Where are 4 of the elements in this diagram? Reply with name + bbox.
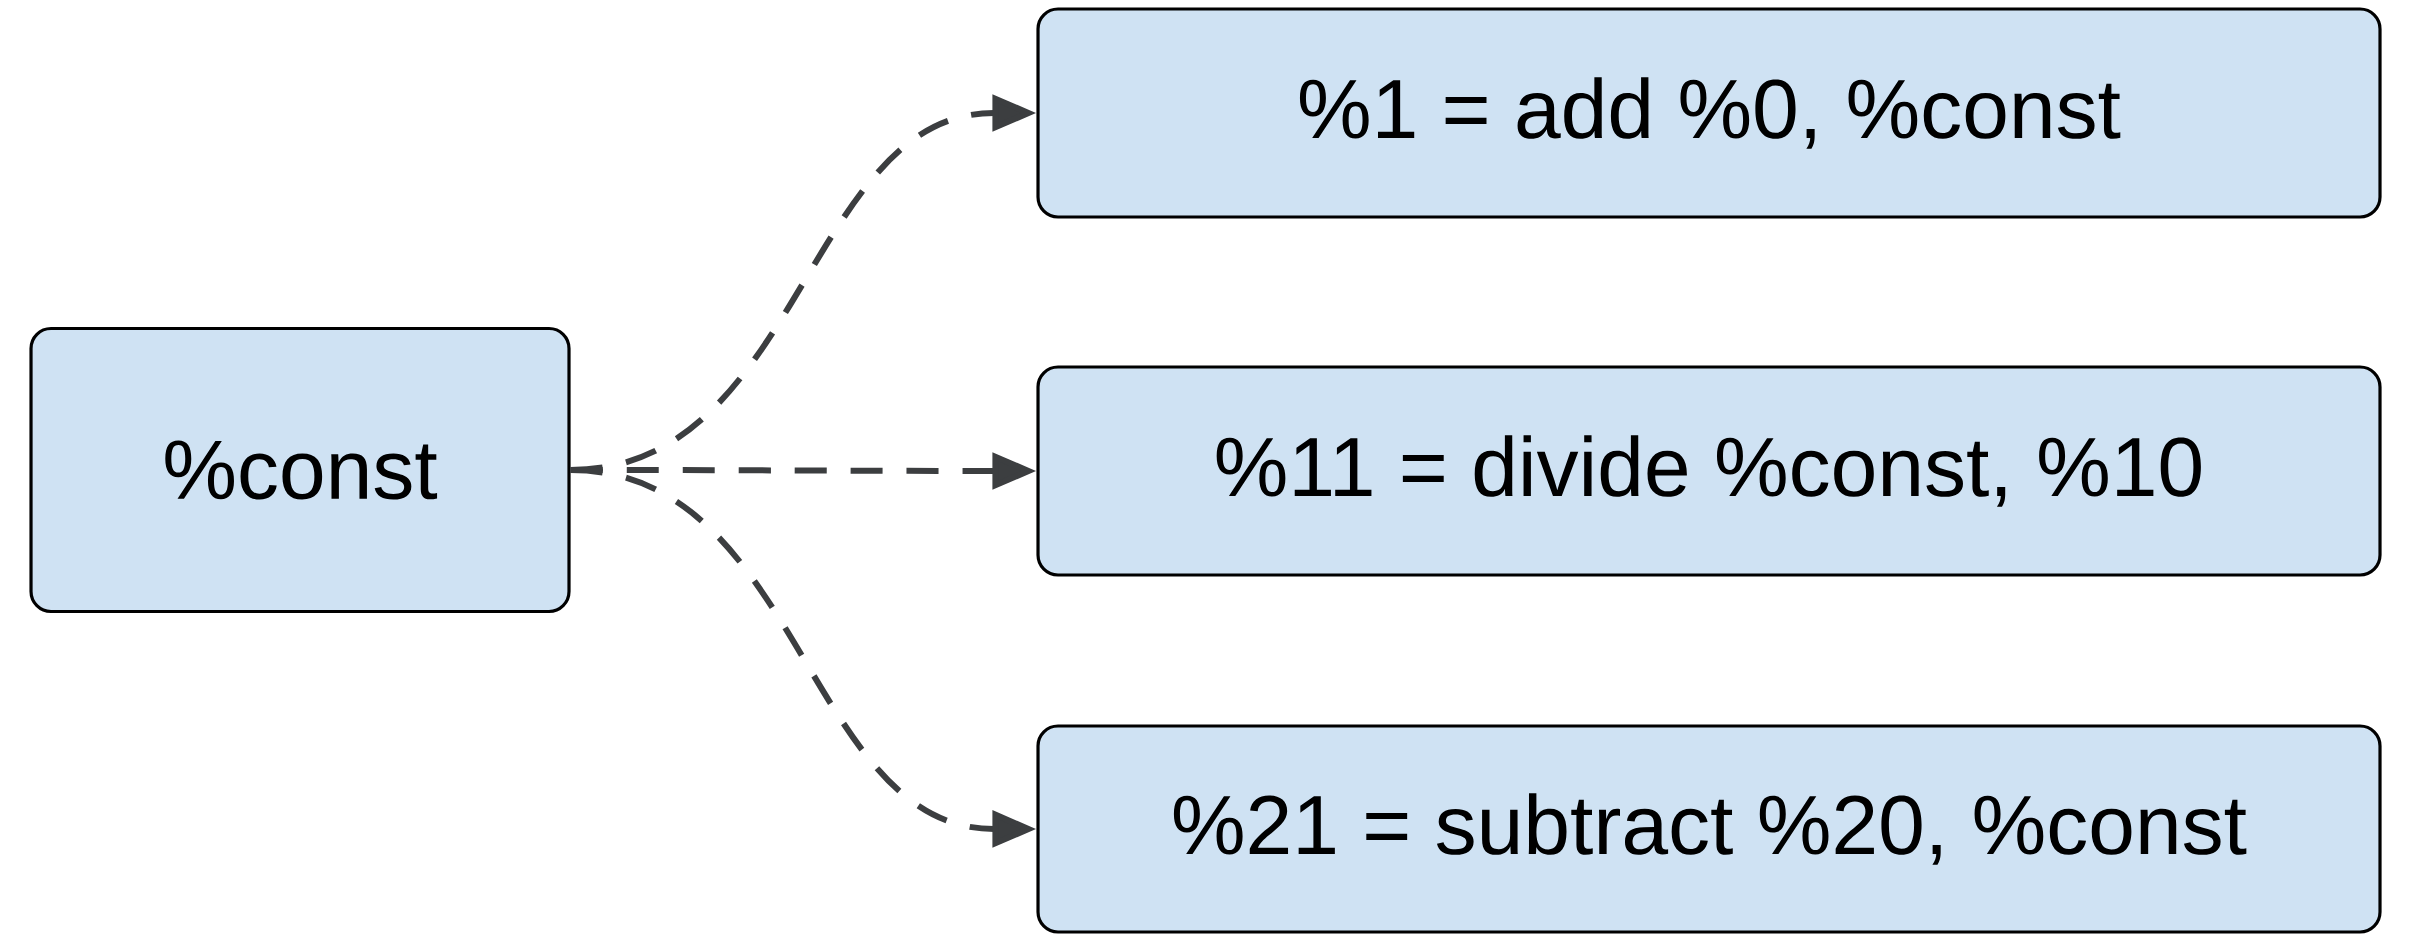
process-box: %11 = divide %const, %10 bbox=[1036, 365, 2382, 577]
process-box: %21 = subtract %20, %const bbox=[1036, 724, 2382, 934]
process-box: %1 = add %0, %const bbox=[1036, 7, 2382, 219]
process-box: %const bbox=[29, 326, 571, 614]
